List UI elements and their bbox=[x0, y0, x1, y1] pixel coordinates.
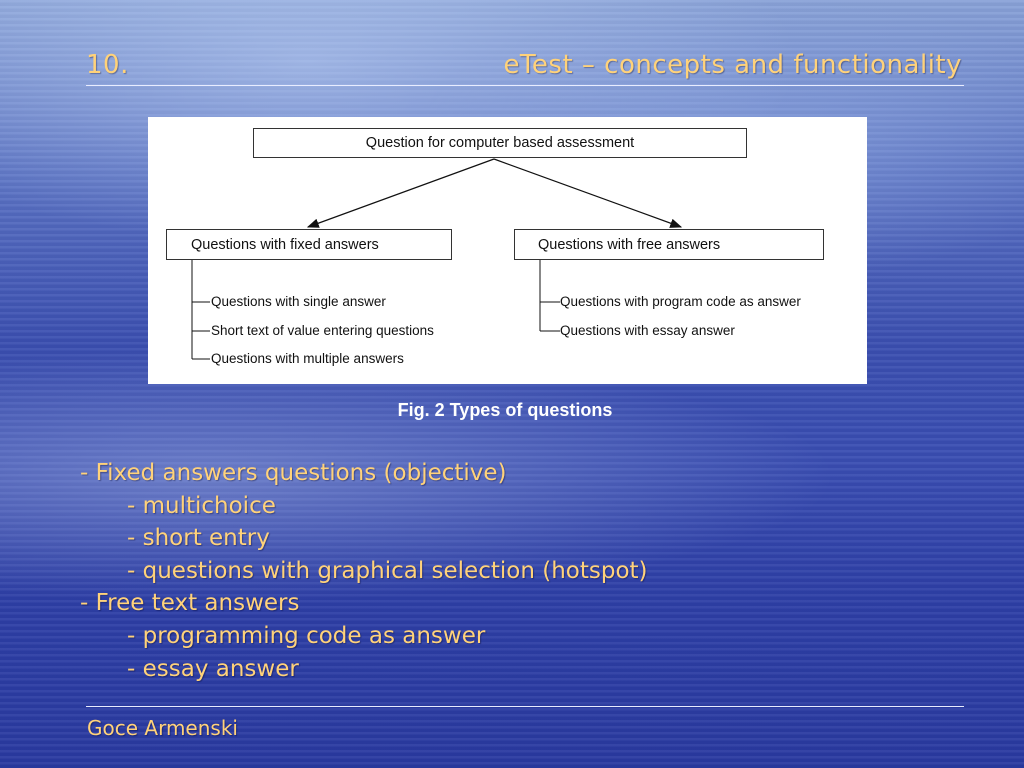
slide-title: eTest – concepts and functionality bbox=[503, 50, 962, 80]
arrow-to-fixed bbox=[306, 158, 495, 228]
diagram-root-box: Question for computer based assessment bbox=[253, 128, 747, 158]
diagram-leaf-multiple-answers: Questions with multiple answers bbox=[211, 351, 404, 366]
bullet-item: - multichoice bbox=[127, 492, 276, 519]
bullet-list: - Fixed answers questions (objective) - … bbox=[80, 457, 648, 685]
figure-caption: Fig. 2 Types of questions bbox=[397, 400, 613, 420]
bullet-item: - short entry bbox=[127, 525, 270, 552]
footer-divider bbox=[86, 706, 964, 707]
question-types-diagram: Question for computer based assessment Q… bbox=[148, 117, 867, 384]
bullet-item: - Free text answers bbox=[80, 590, 300, 617]
author-name: Goce Armenski bbox=[87, 716, 238, 740]
bullet-item: - programming code as answer bbox=[127, 622, 486, 649]
bullet-item: - questions with graphical selection (ho… bbox=[127, 557, 648, 584]
diagram-connectors bbox=[191, 158, 683, 360]
slide-number: 10. bbox=[86, 50, 129, 80]
bullet-item: - Fixed answers questions (objective) bbox=[80, 460, 507, 486]
diagram-fixed-answers-box: Questions with fixed answers bbox=[166, 229, 452, 260]
diagram-leaf-essay: Questions with essay answer bbox=[560, 323, 735, 338]
diagram-free-answers-box: Questions with free answers bbox=[514, 229, 824, 260]
diagram-leaf-single-answer: Questions with single answer bbox=[211, 294, 386, 309]
arrow-to-free bbox=[493, 158, 683, 228]
bullet-item: - essay answer bbox=[127, 655, 299, 682]
diagram-leaf-short-text: Short text of value entering questions bbox=[211, 323, 434, 338]
header-divider bbox=[86, 85, 964, 86]
diagram-leaf-program-code: Questions with program code as answer bbox=[560, 294, 801, 309]
